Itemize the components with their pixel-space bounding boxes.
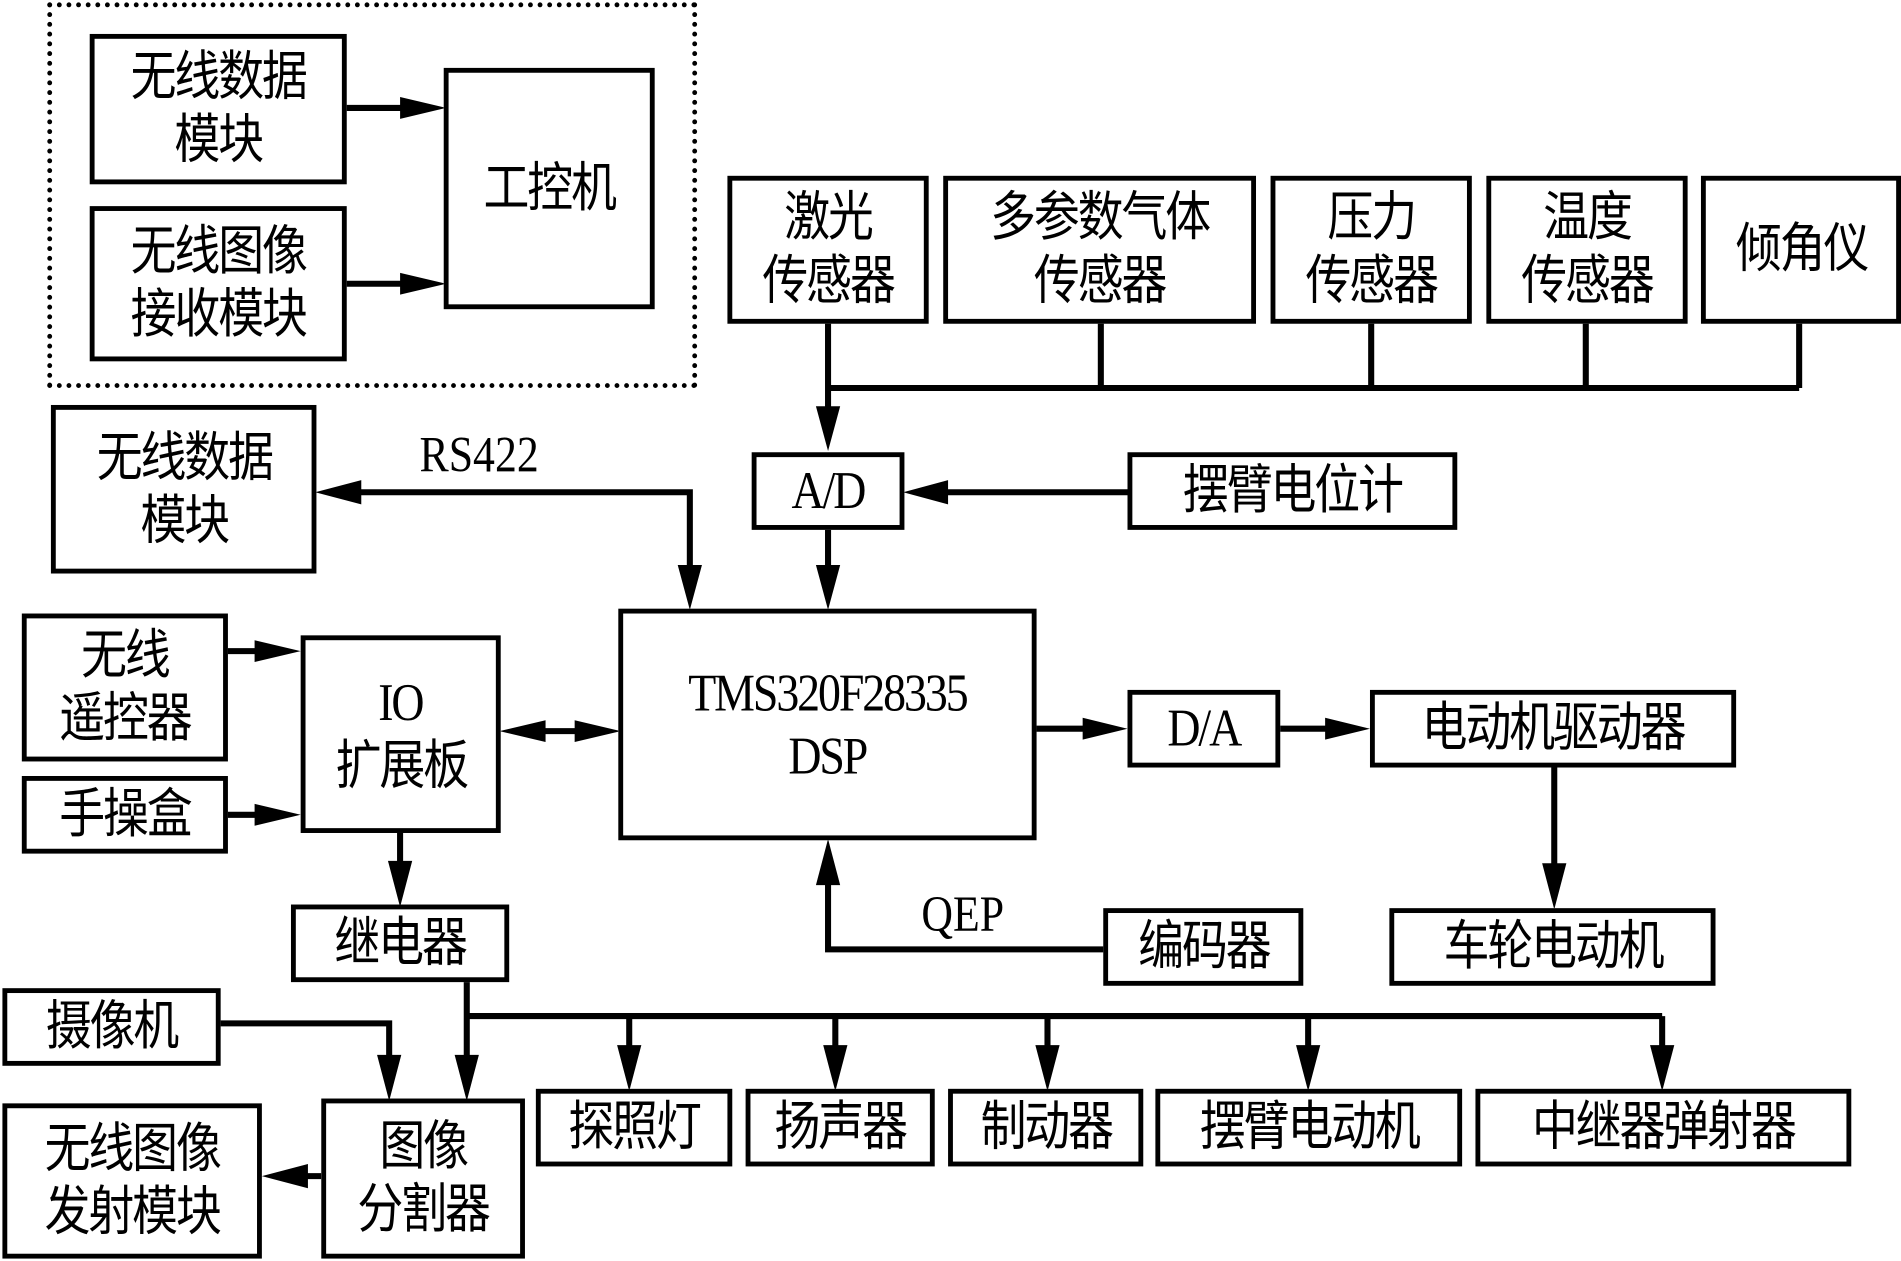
arrow-to-ejector [1650,1045,1675,1092]
arrow-ad-to-dsp [815,565,841,610]
block-pc-wireless-image-rx: 无线图像 接收模块 [89,206,347,362]
arrow-camera-to-splitter [377,1054,402,1101]
block-wheel-motor: 车轮电动机 [1389,908,1716,986]
block-laser-sensor: 激光 传感器 [727,175,929,324]
label-qep: QEP [921,887,1005,944]
block-temperature-sensor: 温度 传感器 [1486,175,1688,324]
block-speaker: 扬声器 [745,1088,935,1167]
block-pc-wireless-data: 无线数据 模块 [89,33,347,185]
arrow-to-searchlight [617,1045,642,1092]
arrow-qep-to-dsp [815,839,841,886]
block-camera: 摄像机 [2,988,221,1066]
arrow-to-wireless-data [315,480,362,505]
block-io-board: IO 扩展板 [300,635,501,833]
block-ad-converter: A/D [751,452,905,530]
arrow-to-pc-1 [400,97,447,119]
block-brake: 制动器 [948,1088,1144,1167]
arrow-io-dsp-right [574,720,621,743]
block-industrial-pc: 工控机 [443,67,655,310]
remote-station-group [47,2,698,389]
block-arm-motor: 摆臂电动机 [1155,1088,1463,1167]
block-repeater-ejector: 中继器弹射器 [1475,1088,1852,1167]
wire-rs422 [357,489,693,576]
arrow-to-ad [903,480,949,505]
block-gas-sensor: 多参数气体 传感器 [943,175,1257,324]
block-arm-potentiometer: 摆臂电位计 [1127,452,1458,530]
arrow-to-pc-2 [400,272,447,295]
block-da-converter: D/A [1127,689,1281,768]
arrow-to-wireless-tx [261,1164,308,1189]
block-inclinometer: 倾角仪 [1700,175,1901,324]
block-searchlight: 探照灯 [535,1088,733,1167]
arrow-to-io-2 [254,803,301,826]
block-image-splitter: 图像 分割器 [321,1098,525,1259]
block-wireless-image-tx: 无线图像 发射模块 [2,1103,262,1259]
wire-camera-to-splitter [218,1020,393,1067]
arrow-to-arm-motor [1296,1045,1321,1092]
label-rs422: RS422 [419,428,539,484]
block-wireless-data-module: 无线数据 模块 [50,404,317,574]
block-pressure-sensor: 压力 传感器 [1270,175,1472,324]
arrow-relay-to-splitter [454,1054,479,1101]
block-wireless-remote: 无线 遥控器 [21,613,228,762]
arrow-to-driver [1325,717,1370,740]
arrow-io-dsp-left [499,720,546,743]
arrowheads [254,97,1675,1189]
block-handheld-box: 手操盒 [21,776,228,854]
arrow-to-speaker [823,1045,848,1092]
arrow-rs422-to-dsp [677,565,702,610]
block-encoder: 编码器 [1103,908,1304,986]
arrow-to-io-1 [254,640,301,663]
arrow-to-relay [387,860,413,907]
arrow-to-wheel [1542,863,1567,910]
arrow-to-da [1082,717,1128,740]
block-motor-driver: 电动机驱动器 [1369,689,1737,768]
arrow-to-brake [1035,1045,1060,1092]
wire-qep [825,875,1106,953]
block-dsp: TMS320F28335 DSP [618,608,1037,841]
block-relay: 继电器 [290,904,510,983]
arrow-laser-to-ad [815,406,841,452]
